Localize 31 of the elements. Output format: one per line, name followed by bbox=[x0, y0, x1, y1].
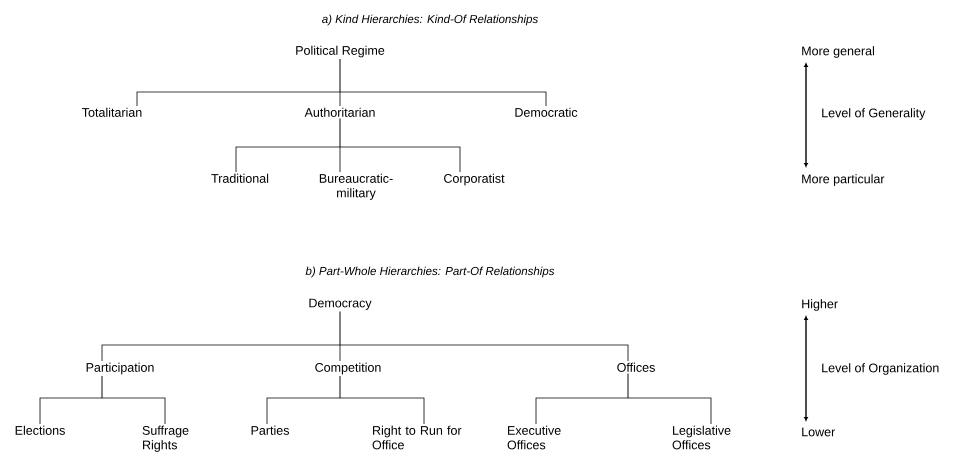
scale-end-label: Lower bbox=[802, 428, 836, 436]
category-label: Competition bbox=[315, 362, 381, 374]
category-label: Offices bbox=[617, 362, 655, 372]
scale-end-label: Higher bbox=[802, 299, 838, 311]
category-label: Suffrage Rights bbox=[142, 426, 188, 452]
category-label: Executive Offices bbox=[508, 426, 561, 450]
category-label: Participation bbox=[86, 362, 154, 374]
category-label: Totalitarian bbox=[82, 108, 142, 117]
category-label: Traditional bbox=[211, 174, 268, 183]
scale-end-label: More general bbox=[802, 46, 874, 58]
tree-connector bbox=[340, 311, 628, 362]
section-heading: a) Kind Hierarchies: Kind-Of Relationships bbox=[322, 14, 538, 26]
category-label: Authoritarian bbox=[304, 108, 375, 117]
category-label: Legislative Offices bbox=[672, 426, 730, 450]
category-label: Right to Run for Office bbox=[372, 426, 462, 450]
category-label: Political Regime bbox=[296, 46, 384, 58]
tree-connector bbox=[102, 376, 166, 424]
tree-connector bbox=[340, 376, 424, 424]
tree-connector bbox=[340, 118, 460, 172]
category-label: Bureaucratic-military bbox=[320, 174, 393, 200]
category-label: Democracy bbox=[309, 298, 372, 310]
category-label: Elections bbox=[16, 426, 65, 435]
category-label: Democratic bbox=[515, 108, 578, 117]
tree-connector bbox=[340, 58, 546, 106]
category-label: Parties bbox=[252, 426, 289, 435]
scale-label: Level of Organization bbox=[822, 363, 938, 375]
section-heading: b) Part-Whole Hierarchies: Part-Of Relationships bbox=[306, 266, 554, 278]
scale-label: Level of Generality bbox=[822, 108, 926, 120]
tree-connector bbox=[628, 373, 712, 424]
scale-end-label: More particular bbox=[802, 174, 884, 186]
category-label: Corporatist bbox=[444, 174, 504, 186]
